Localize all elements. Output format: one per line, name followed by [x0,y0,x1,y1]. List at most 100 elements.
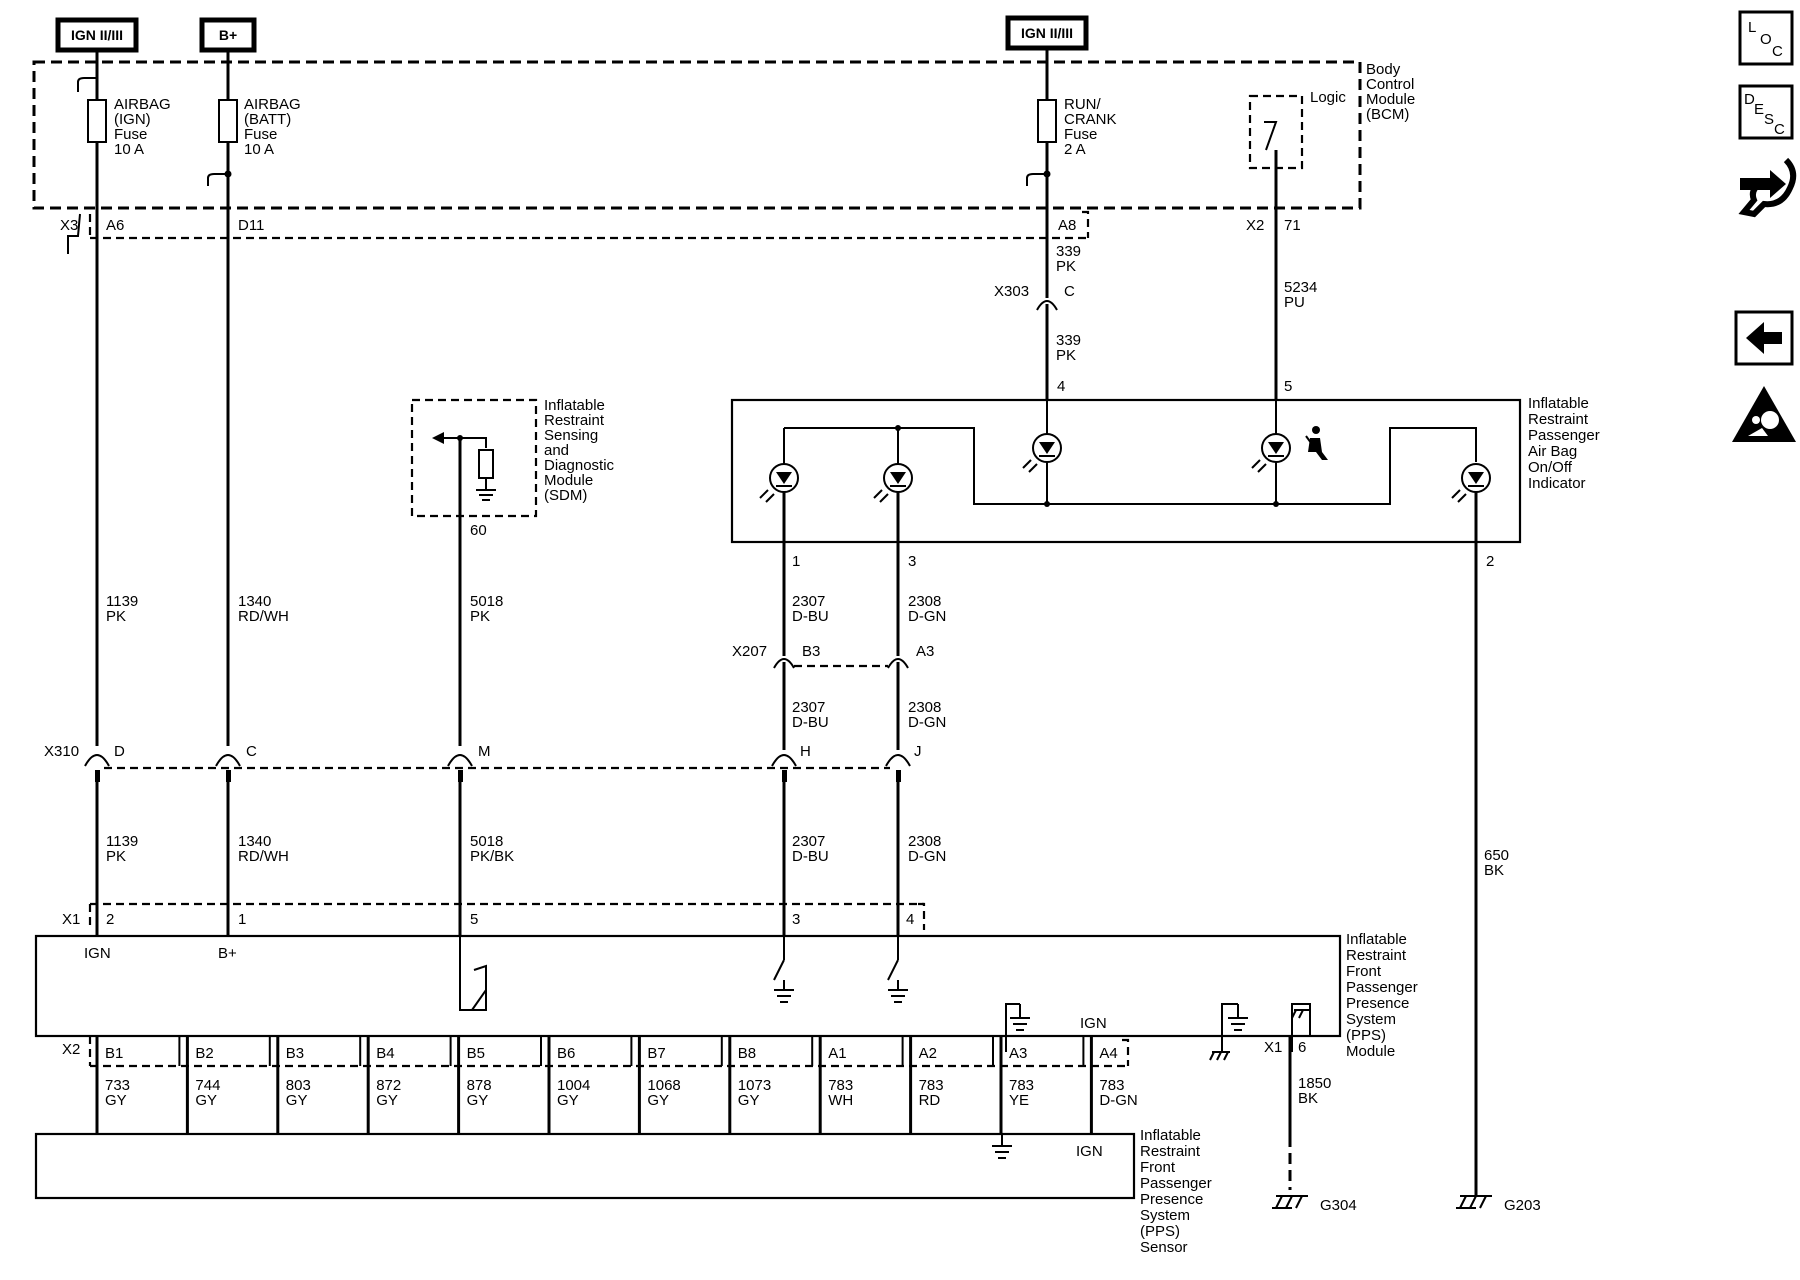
svg-text:RD/WH: RD/WH [238,848,289,865]
pps-pin-wire-color: GY [738,1092,760,1109]
svg-text:2308: 2308 [908,593,941,610]
pps-pin-label: A2 [919,1045,937,1062]
svg-text:A3: A3 [916,643,934,660]
svg-text:2308: 2308 [908,699,941,716]
svg-text:AIRBAG: AIRBAG [244,96,301,113]
switch-ground-icon [773,936,794,1003]
svg-text:1139: 1139 [106,833,138,850]
svg-text:X3: X3 [60,217,78,234]
svg-text:D: D [114,743,125,760]
svg-text:Passenger: Passenger [1140,1175,1212,1192]
pps-pin-label: B8 [738,1045,756,1062]
svg-text:D-GN: D-GN [908,848,946,865]
svg-text:(BCM): (BCM) [1366,106,1409,123]
svg-text:System: System [1346,1011,1396,1028]
svg-text:X310: X310 [44,743,79,760]
fuse-airbag-batt [218,99,238,143]
svg-text:J: J [914,743,922,760]
pps-pin-wire-number: 744 [195,1077,220,1094]
svg-text:Module: Module [544,472,593,489]
loc-icon[interactable]: L O C [1738,10,1794,66]
svg-text:Air Bag: Air Bag [1528,443,1577,460]
svg-text:(BATT): (BATT) [244,111,291,128]
svg-text:10 A: 10 A [244,141,274,158]
pps-pin-label: B4 [376,1045,394,1062]
connector-repair-icon[interactable] [1738,157,1797,218]
svg-text:A6: A6 [106,217,124,234]
wire-5234: 5234 PU [1284,279,1317,311]
svg-text:X1: X1 [62,911,80,928]
wire-2307-c: 2307 D-BU [792,833,829,865]
svg-text:C: C [246,743,257,760]
pps-bplus-label: B+ [218,945,237,962]
pps-pin-label: A1 [828,1045,846,1062]
indicator-pin-1: 1 [792,553,800,570]
svg-text:5018: 5018 [470,833,503,850]
svg-text:IGN II/III: IGN II/III [71,27,123,43]
svg-text:D-BU: D-BU [792,608,829,625]
wire-1850: 1850 BK [1298,1075,1331,1107]
svg-text:339: 339 [1056,332,1081,349]
svg-text:PK/BK: PK/BK [470,848,514,865]
led-icon [873,463,913,503]
svg-text:Diagnostic: Diagnostic [544,457,615,474]
svg-text:X207: X207 [732,643,767,660]
svg-text:D-GN: D-GN [908,608,946,625]
svg-text:O: O [1760,31,1772,48]
svg-text:IGN II/III: IGN II/III [1021,25,1073,41]
svg-text:2308: 2308 [908,833,941,850]
svg-text:D: D [1744,91,1755,108]
pps-pin-wire-number: 1073 [738,1077,771,1094]
svg-text:BK: BK [1298,1090,1318,1107]
pps-pin-label: B5 [467,1045,485,1062]
pps-module-boundary [34,934,1342,1038]
svg-text:(PPS): (PPS) [1346,1027,1386,1044]
svg-text:Fuse: Fuse [244,126,277,143]
indicator-boundary [730,398,1522,544]
pps-sensor-title: Inflatable Restraint Front Passenger Pre… [1140,1127,1212,1256]
pps-pin-wire-number: 783 [919,1077,944,1094]
pps-x1-pin6: X1 6 [1264,1039,1306,1056]
svg-text:Fuse: Fuse [114,126,147,143]
pps-pin-label: A3 [1009,1045,1027,1062]
led-icon [1251,433,1291,473]
indicator-pin-4: 4 [1057,378,1065,395]
ground-icon [1221,1003,1248,1052]
svg-text:Restraint: Restraint [1528,411,1589,428]
svg-text:L: L [1748,19,1756,36]
svg-text:Body: Body [1366,61,1401,78]
svg-text:1850: 1850 [1298,1075,1331,1092]
indicator-pin-3: 3 [908,553,916,570]
desc-icon[interactable]: D E S C [1738,84,1794,140]
ground-g203-icon [1456,1195,1492,1209]
svg-text:CRANK: CRANK [1064,111,1117,128]
ground-icon [1005,1003,1030,1052]
wire-2308-c: 2308 D-GN [908,833,946,865]
wire-339-top: 339 PK [1056,243,1081,275]
wire-2308-a: 2308 D-GN [908,593,946,625]
svg-text:BK: BK [1484,862,1504,879]
pps-x2-label: X2 [62,1041,80,1058]
pps-pin-label: B2 [195,1045,213,1062]
wire-1340-bottom: 1340 RD/WH [238,833,289,865]
svg-text:1340: 1340 [238,833,271,850]
power-source-batt: B+ [199,17,257,53]
pps-pin-wire-number: 878 [467,1077,492,1094]
svg-text:Module: Module [1366,91,1415,108]
connector-x207: X207 B3 A3 [732,643,934,660]
led-icon [1022,433,1062,473]
fuse-run-crank [1037,99,1057,143]
svg-text:2 A: 2 A [1064,141,1086,158]
back-arrow-icon[interactable] [1734,310,1794,366]
pps-pin-wire-color: WH [828,1092,853,1109]
indicator-title: Inflatable Restraint Passenger Air Bag O… [1528,395,1600,492]
indicator-pin-2: 2 [1486,553,1494,570]
svg-text:B+: B+ [219,27,237,43]
svg-text:(PPS): (PPS) [1140,1223,1180,1240]
airbag-warning-icon[interactable] [1732,386,1796,442]
svg-text:5018: 5018 [470,593,503,610]
pps-pin-wire-number: 783 [828,1077,853,1094]
